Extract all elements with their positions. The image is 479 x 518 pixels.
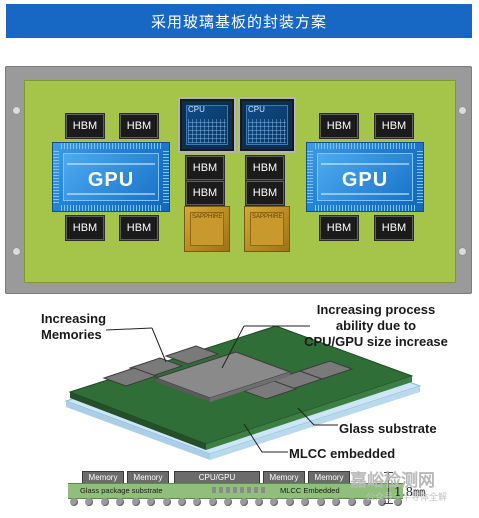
hbm-label: HBM	[126, 120, 152, 132]
sapphire-label: SAPPHIRE	[192, 214, 223, 220]
xs-substrate-label: Glass package substrate	[80, 486, 163, 495]
label-increasing-process: Increasing process ability due to CPU/GP…	[304, 302, 448, 349]
xs-chip-label: Memory	[314, 473, 344, 482]
die-edge	[210, 372, 290, 402]
xs-memory-chip: Memory	[308, 471, 350, 484]
leader-line	[221, 325, 245, 369]
leader-line	[151, 327, 167, 363]
cpu-chip: CPU	[240, 99, 294, 151]
glass-substrate-3d-diagram	[64, 325, 422, 460]
die-edge	[156, 378, 210, 402]
hbm-chip: HBM	[246, 156, 284, 180]
gpu-chip-right: GPU	[306, 142, 424, 212]
dimension-tick	[384, 503, 393, 504]
xs-mlcc-blocks	[212, 487, 268, 493]
hbm-chip: HBM	[66, 114, 104, 138]
hbm-label: HBM	[381, 120, 407, 132]
hbm-label: HBM	[72, 222, 98, 234]
title-banner: 采用玻璃基板的封装方案	[6, 4, 472, 38]
hbm-chip: HBM	[186, 181, 224, 205]
solder-ball-row	[70, 498, 402, 508]
dimension-line	[388, 472, 389, 504]
gpu-label: GPU	[87, 169, 135, 191]
leader-line	[297, 407, 315, 426]
watermark-main: 嘉峪检测网	[350, 471, 435, 491]
leader-line	[105, 327, 153, 331]
glass-edge	[66, 401, 210, 460]
hbm-chip: HBM	[320, 216, 358, 240]
gpu-label: GPU	[341, 169, 389, 191]
xs-chip-label: Memory	[269, 473, 299, 482]
memory-chip-3d	[298, 360, 354, 380]
hbm-chip: HBM	[120, 114, 158, 138]
hbm-label: HBM	[326, 222, 352, 234]
hbm-chip: HBM	[246, 181, 284, 205]
cpu-chip: CPU	[180, 99, 234, 151]
substrate-edge	[70, 392, 206, 450]
dimension-label: 1.8㎜	[394, 485, 426, 499]
mount-hole	[458, 247, 467, 256]
watermark-sub: 公众号：半导体全解	[366, 493, 448, 503]
hbm-label: HBM	[192, 187, 218, 199]
sapphire-label: SAPPHIRE	[252, 214, 283, 220]
hbm-chip: HBM	[66, 216, 104, 240]
mount-hole	[12, 247, 21, 256]
leader-line	[243, 423, 263, 453]
label-increasing-memories: Increasing Memories	[41, 311, 107, 342]
hbm-chip: HBM	[375, 114, 413, 138]
hbm-chip: HBM	[320, 114, 358, 138]
memory-chip-3d	[102, 367, 158, 387]
xs-mlcc-label: MLCC Embedded	[280, 486, 340, 495]
label-glass-substrate: Glass substrate	[339, 421, 437, 436]
hbm-label: HBM	[252, 162, 278, 174]
hbm-chip: HBM	[375, 216, 413, 240]
hbm-label: HBM	[126, 222, 152, 234]
xs-chip-label: Memory	[133, 473, 163, 482]
hbm-label: HBM	[381, 222, 407, 234]
gpu-chip-left: GPU	[52, 142, 170, 212]
dimension-tick	[384, 472, 393, 473]
substrate-edge	[206, 376, 412, 450]
hbm-chip: HBM	[186, 156, 224, 180]
xs-chip-label: Memory	[88, 473, 118, 482]
sapphire-chip: SAPPHIRE	[184, 206, 230, 252]
xs-chip-label: CPU/GPU	[198, 473, 236, 482]
hbm-label: HBM	[192, 162, 218, 174]
hbm-label: HBM	[326, 120, 352, 132]
mount-hole	[458, 106, 467, 115]
hbm-label: HBM	[252, 187, 278, 199]
mount-hole	[12, 106, 21, 115]
title-text: 采用玻璃基板的封装方案	[150, 12, 327, 31]
cpu-label: CPU	[188, 105, 205, 114]
label-mlcc-embedded: MLCC embedded	[289, 446, 396, 461]
hbm-label: HBM	[72, 120, 98, 132]
glass-edge	[210, 386, 420, 460]
hbm-chip: HBM	[120, 216, 158, 240]
cpu-label: CPU	[248, 105, 265, 114]
sapphire-chip: SAPPHIRE	[244, 206, 290, 252]
memory-chip-3d	[164, 345, 220, 365]
